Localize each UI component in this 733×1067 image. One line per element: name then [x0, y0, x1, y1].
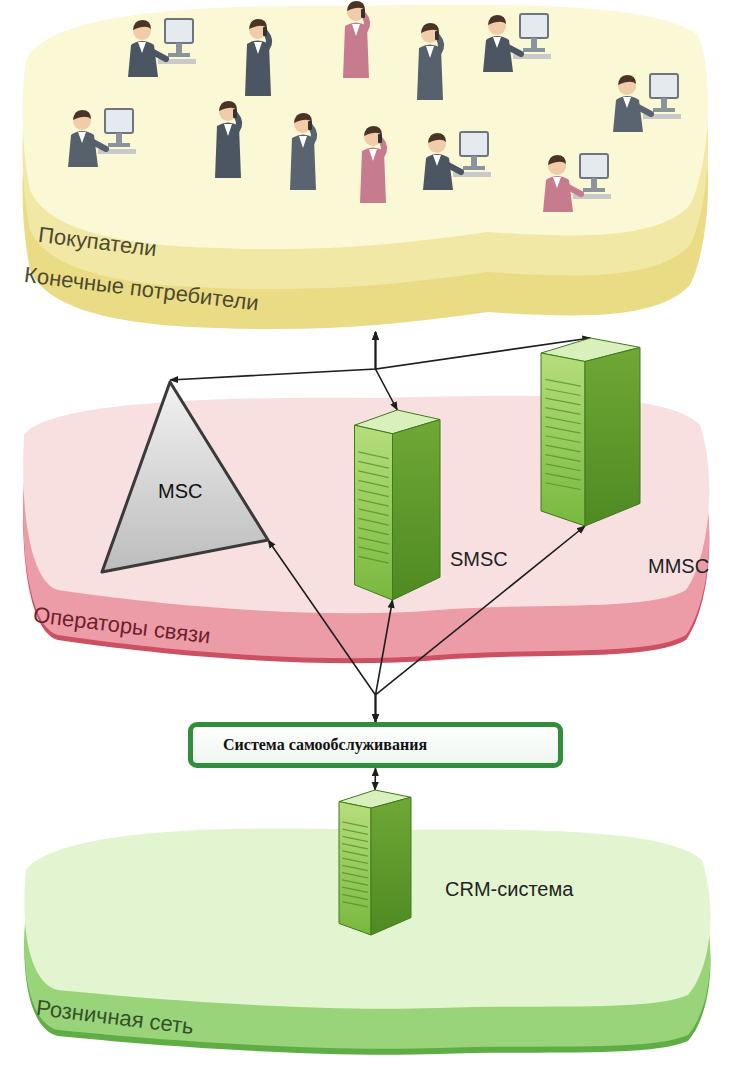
server-shape — [331, 790, 411, 935]
customer-layer: ПокупателиКонечные потребители — [18, 0, 713, 332]
server-slat — [545, 379, 580, 386]
server-slat — [545, 473, 580, 480]
server-slat — [358, 452, 388, 459]
server-slat — [342, 865, 368, 870]
server-front — [339, 802, 371, 935]
server-slat — [545, 455, 580, 462]
server-tower — [541, 338, 640, 526]
self-service-box: Система самообслуживания — [188, 722, 563, 768]
smsc-server-label: SMSC — [450, 548, 508, 571]
server-slat — [358, 509, 388, 516]
server-slat — [342, 858, 368, 863]
server-slat — [545, 417, 580, 424]
server-slat — [545, 426, 580, 433]
server-slat — [358, 471, 388, 478]
server-slat — [545, 398, 580, 405]
server-slat — [358, 547, 388, 554]
server-slat — [545, 464, 580, 471]
server-slat — [358, 461, 388, 468]
server-slat — [358, 499, 388, 506]
server-front — [355, 425, 393, 600]
server-slat — [358, 480, 388, 487]
server-shape — [530, 338, 640, 526]
server-slat — [342, 822, 368, 827]
server-slat — [342, 836, 368, 841]
operator-layer: Операторы связи MSC SMSC MMSC — [18, 390, 713, 675]
retail-layer: Розничная сеть CRM-система — [18, 800, 713, 1060]
msc-triangle: MSC — [100, 380, 270, 575]
server-tower — [339, 790, 411, 935]
server-slat — [342, 902, 368, 907]
server-slat — [342, 873, 368, 878]
server-shape — [345, 410, 440, 600]
connector-line — [374, 768, 376, 790]
server-side — [585, 347, 640, 526]
server-front — [541, 353, 585, 526]
crm-server-label: CRM-система — [445, 878, 573, 901]
customer-layer-label: Покупатели — [37, 222, 158, 262]
mmsc-server-label: MMSC — [648, 555, 709, 578]
server-slat — [358, 537, 388, 544]
operator-layer-label: Операторы связи — [32, 602, 212, 649]
server-slat — [342, 829, 368, 834]
platform-surface — [23, 4, 709, 249]
server-slat — [342, 844, 368, 849]
self-service-box-label: Система самообслуживания — [223, 736, 427, 754]
server-slat — [545, 389, 580, 396]
triangle-outline — [102, 382, 268, 572]
mmsc-server: MMSC — [530, 338, 715, 583]
server-slat — [342, 887, 368, 892]
retail-layer-label: Розничная сеть — [35, 995, 195, 1039]
customer-layer-label: Конечные потребители — [23, 262, 260, 316]
server-slat — [342, 894, 368, 899]
server-slat — [342, 880, 368, 885]
msc-triangle-label: MSC — [158, 480, 202, 503]
server-slat — [358, 490, 388, 497]
server-slat — [358, 528, 388, 535]
smsc-server: SMSC — [345, 410, 512, 600]
server-tower — [355, 410, 441, 600]
server-slat — [358, 518, 388, 525]
msc-triangle-shape — [100, 380, 270, 575]
server-side — [371, 797, 411, 935]
server-side — [393, 420, 441, 601]
server-slat — [545, 408, 580, 415]
server-slat — [545, 436, 580, 443]
server-slat — [545, 445, 580, 452]
customers-illustration — [18, 0, 713, 260]
server-slat — [545, 483, 580, 490]
server-slat — [342, 851, 368, 856]
connector-line — [170, 332, 376, 380]
crm-server: CRM-система — [331, 790, 595, 940]
server-slat — [358, 556, 388, 563]
